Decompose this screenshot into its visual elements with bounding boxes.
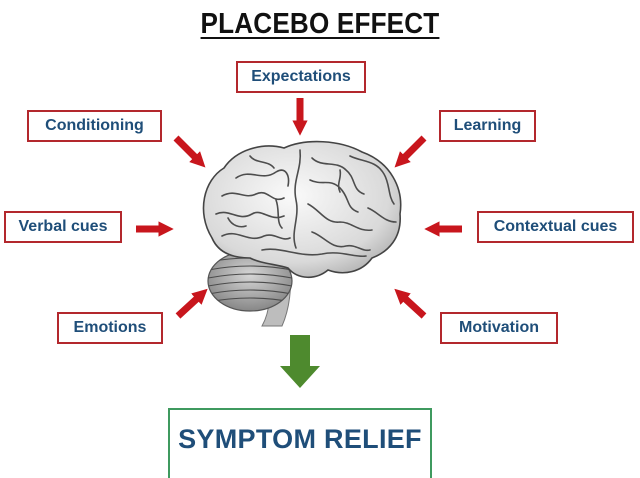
diagram-title: PLACEBO EFFECT [200, 8, 440, 40]
result-arrow-icon [280, 335, 320, 388]
arrow-conditioning-icon [173, 135, 206, 168]
arrow-motivation-icon [394, 288, 427, 319]
factor-contextual-cues: Contextual cues [477, 211, 634, 243]
arrows-layer [136, 98, 462, 388]
arrow-emotions-icon [175, 288, 208, 319]
arrow-learning-icon [394, 135, 427, 168]
factor-emotions: Emotions [57, 312, 163, 344]
outcome-label: SYMPTOM RELIEF [178, 424, 422, 454]
outcome-box: SYMPTOM RELIEF [168, 408, 432, 478]
factor-learning: Learning [439, 110, 536, 142]
factor-motivation: Motivation [440, 312, 558, 344]
factor-expectations: Expectations [236, 61, 366, 93]
factor-verbal-cues: Verbal cues [4, 211, 122, 243]
brain-icon [202, 140, 402, 327]
factor-conditioning: Conditioning [27, 110, 162, 142]
